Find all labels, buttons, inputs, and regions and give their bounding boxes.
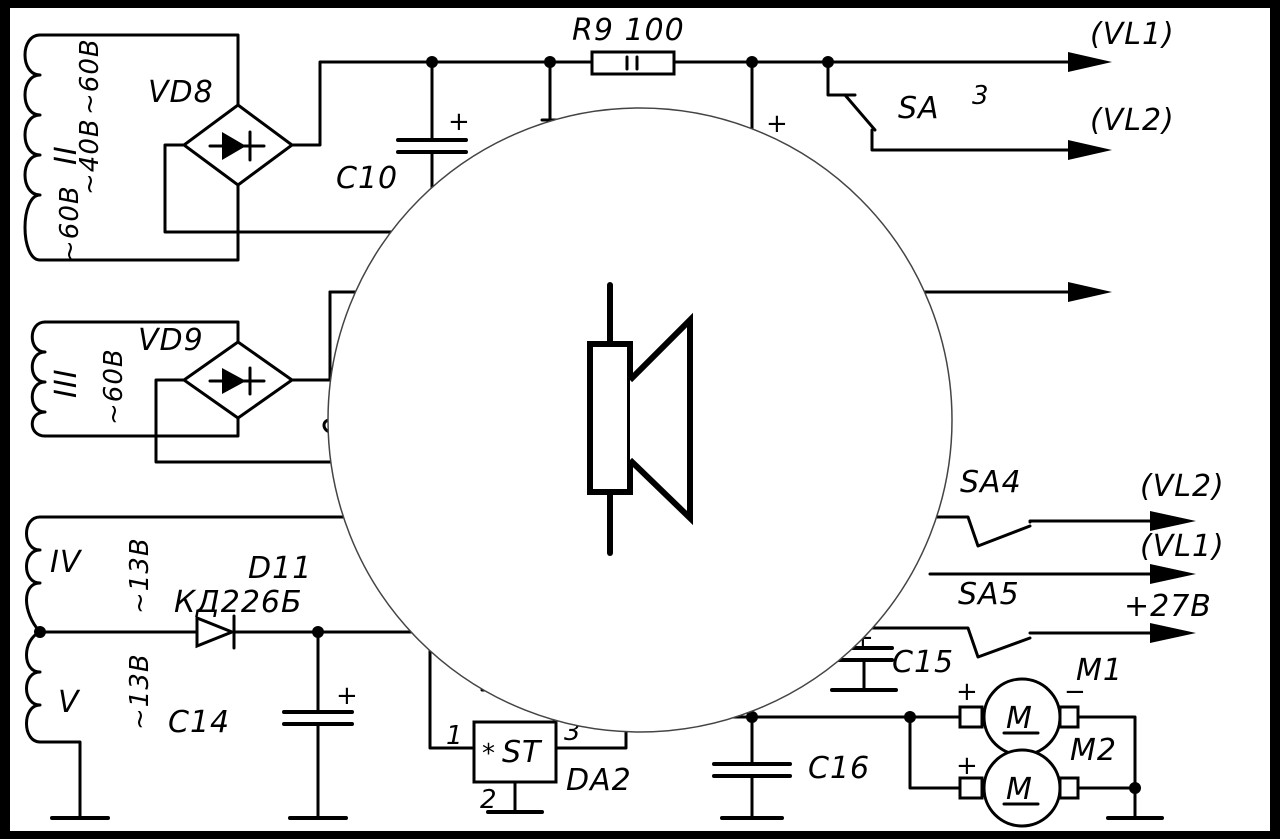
da2-body: ST: [502, 735, 543, 770]
m1-letter: M: [1006, 701, 1033, 736]
out-vl1-top: (VL1): [1090, 17, 1175, 52]
winding-iv-label: IV: [50, 545, 83, 580]
winding-v-voltage: ~13В: [125, 653, 155, 730]
c14-capacitor: [282, 630, 354, 820]
sa5-switch: [858, 626, 1162, 659]
m1-motor: [958, 677, 1080, 757]
winding-ii-coil: [23, 33, 240, 262]
da2-label: DA2: [566, 763, 632, 798]
c14-plus: +: [336, 681, 358, 711]
speaker-overlay[interactable]: [327, 107, 953, 733]
c15-label: C15: [892, 645, 954, 680]
c11-plus: +: [766, 109, 788, 139]
arrow-vl1-bottom: [1150, 564, 1196, 584]
c16-capacitor: [712, 715, 792, 820]
r9-label: R9 100: [572, 13, 685, 48]
c10-plus: +: [448, 107, 470, 137]
winding-iv-v-coil: [25, 515, 402, 820]
da2-regulator: [472, 720, 558, 784]
da2-pin2: 2: [480, 785, 498, 815]
sa3-number: 3: [972, 81, 990, 111]
sa3-label: SA: [898, 91, 940, 126]
winding-v-label: V: [58, 685, 81, 720]
arrow-vl2-top: [1068, 140, 1112, 160]
m1-plus: +: [956, 677, 978, 707]
winding-ii-voltage-mid: ~40В: [75, 118, 105, 195]
vd9-bridge: [181, 340, 295, 420]
arrow-vl1-top: [1068, 52, 1112, 72]
da2-pin1: 1: [446, 721, 464, 751]
d11-type: КД226Б: [174, 585, 303, 620]
arrow-mid: [1068, 282, 1112, 302]
winding-iii-voltage: ~60В: [99, 348, 129, 425]
sa4-label: SA4: [960, 465, 1022, 500]
m2-label: M2: [1070, 733, 1117, 768]
sa5-label: SA5: [958, 577, 1020, 612]
winding-ii-label: II: [49, 145, 84, 165]
m1-minus: −: [1064, 677, 1086, 707]
arrow-plus27: [1150, 623, 1196, 643]
out-vl1-bottom: (VL1): [1140, 529, 1225, 564]
m1-label: M1: [1076, 653, 1123, 688]
da2-marker: *: [482, 739, 496, 769]
vd9-label: VD9: [138, 323, 204, 358]
c14-label: C14: [168, 705, 230, 740]
sa4-switch: [928, 515, 1162, 548]
out-plus27: +27В: [1124, 589, 1212, 624]
c16-label: C16: [808, 751, 870, 786]
d11-name: D11: [248, 551, 312, 586]
out-vl2-bottom: (VL2): [1140, 469, 1225, 504]
speaker-icon: [587, 282, 693, 556]
m2-motor: [958, 748, 1080, 828]
winding-iv-voltage: ~13В: [125, 537, 155, 614]
out-vl2-top: (VL2): [1090, 103, 1175, 138]
arrow-vl2-bottom: [1150, 511, 1196, 531]
r9-resistor: [590, 50, 676, 76]
m2-plus: +: [956, 751, 978, 781]
vd8-label: VD8: [148, 75, 214, 110]
winding-iii-coil: [30, 320, 240, 438]
winding-ii-voltage-bottom: ~60В: [55, 185, 85, 262]
vd8-bridge: [181, 103, 295, 187]
winding-iii-label: III: [49, 368, 84, 398]
c15-capacitor: [830, 646, 898, 692]
c10-label: C10: [336, 161, 398, 196]
sa3-switch: [826, 60, 1080, 152]
c10-capacitor: [396, 60, 468, 192]
m2-letter: M: [1006, 772, 1033, 807]
winding-ii-voltage-top: ~60В: [75, 38, 105, 115]
